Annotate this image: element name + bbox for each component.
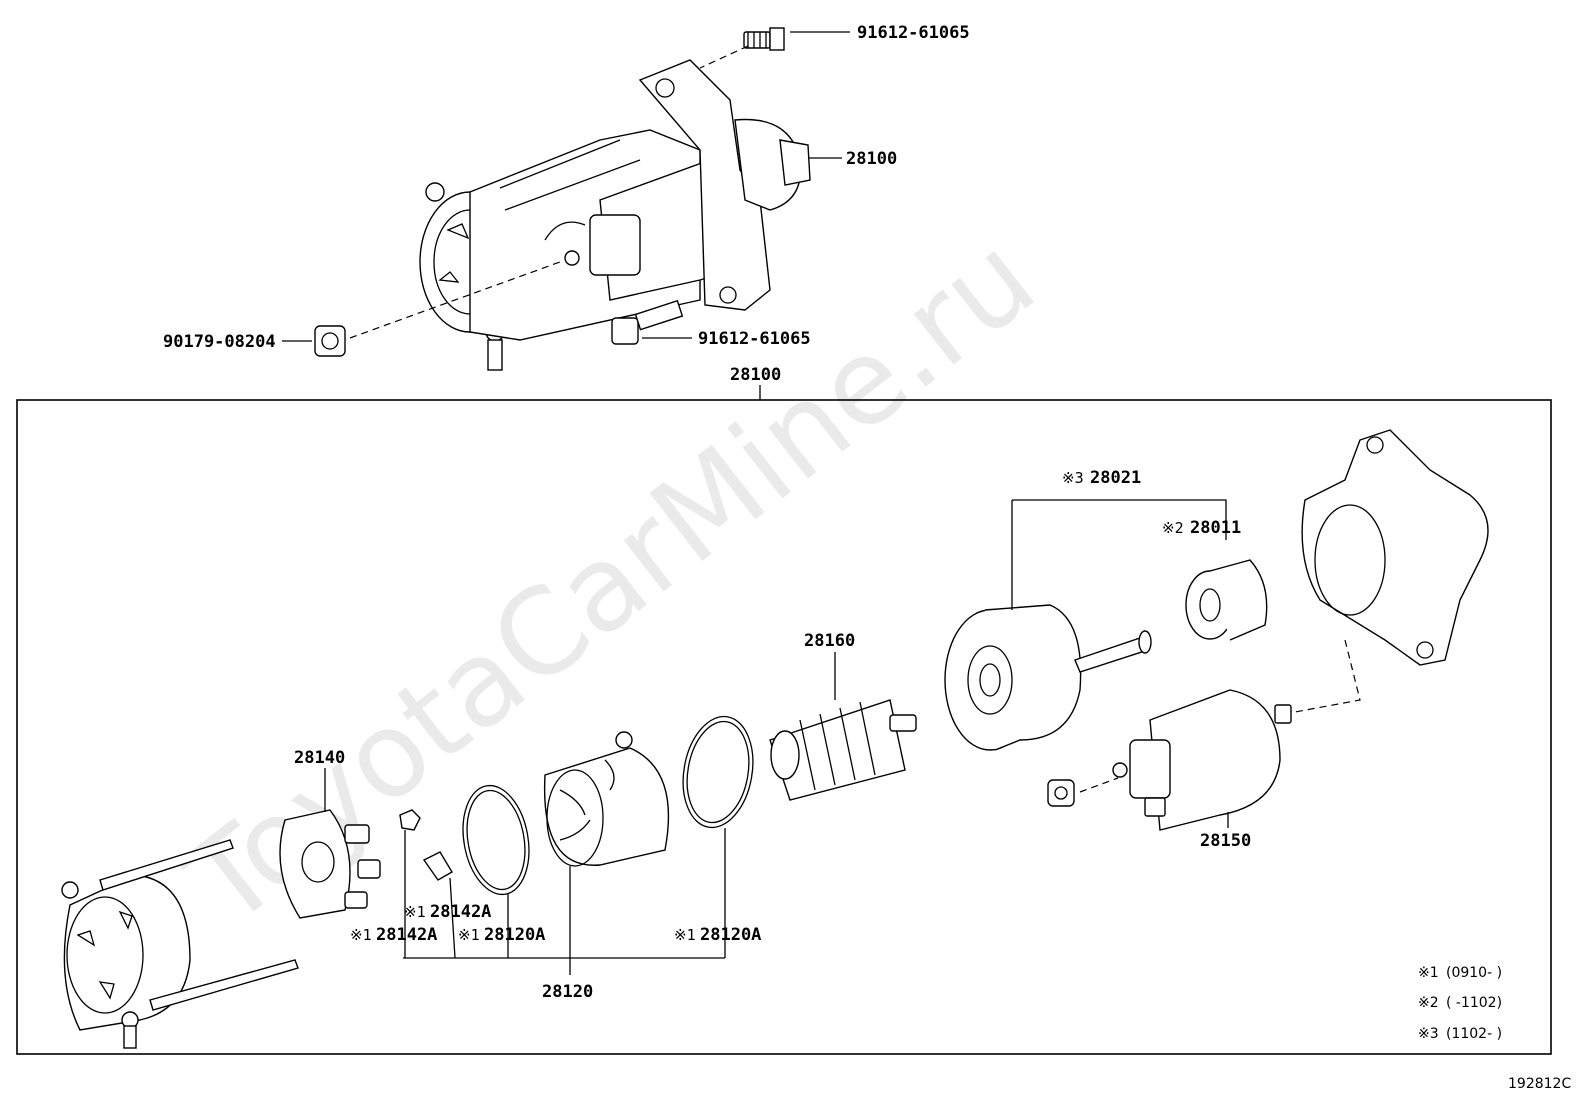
legend-range-2: ( -1102) [1446,995,1502,1011]
legend-mark-1: ※1 [1418,965,1439,981]
legend: ※1 (0910- ) ※2 ( -1102) ※3 (1102- ) [1418,965,1502,1042]
label-brush-a: 28142A [430,902,491,922]
o-ring-left [462,784,530,896]
nut [314,325,346,357]
label-drive-group-mark: ※3 [1062,469,1084,487]
label-armature: 28160 [804,631,855,651]
label-bolt-bottom: 91612-61065 [698,329,811,349]
drive-housing [1301,429,1489,666]
label-brush-a-mark: ※1 [404,903,426,921]
rear-end-frame [61,839,299,1049]
label-yoke: 28120 [542,982,593,1002]
legend-range-3: (1102- ) [1446,1026,1502,1042]
label-bolt-top: 91612-61065 [857,23,970,43]
brush-spring [399,809,421,831]
legend-mark-3: ※3 [1418,1026,1439,1042]
label-brush-holder: 28140 [294,748,345,768]
magnet-switch [1112,689,1292,831]
bolt-bottom [611,299,684,345]
label-clutch-mark: ※2 [1162,519,1184,537]
legend-mark-2: ※2 [1418,995,1439,1011]
brush [422,851,453,881]
yoke [543,731,670,867]
label-oring-b: 28120A [700,925,761,945]
label-oring-a-mark: ※1 [458,926,480,944]
label-drive-group: 28021 [1090,468,1141,488]
label-solenoid: 28150 [1200,831,1251,851]
planetary-gear-drive [944,604,1152,751]
label-brush-b: 28142A [376,925,437,945]
label-brush-b-mark: ※1 [350,926,372,944]
exploded-view-frame [16,399,1552,1055]
label-clutch: 28011 [1190,518,1241,538]
o-ring-right [682,715,754,829]
starter-motor-assembled [419,59,811,371]
label-oring-a: 28120A [484,925,545,945]
label-assembly: 28100 [730,365,781,385]
bolt-top-leader [699,45,749,69]
bolt-top [743,27,785,51]
label-oring-b-mark: ※1 [674,926,696,944]
solenoid-nut [1047,779,1075,807]
label-nut: 90179-08204 [163,332,276,352]
starter-clutch [1185,559,1268,641]
legend-range-1: (0910- ) [1446,965,1502,981]
label-starter-top: 28100 [846,149,897,169]
figure-code: 192812C [1508,1076,1571,1092]
armature [769,699,917,801]
brush-holder [279,809,381,919]
